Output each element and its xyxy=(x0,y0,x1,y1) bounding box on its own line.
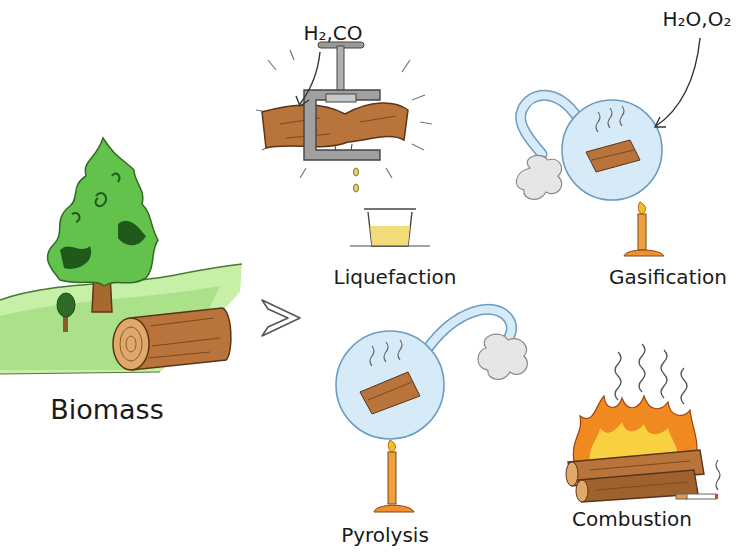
log-part xyxy=(126,336,136,352)
gas-inflow-arrow-part xyxy=(300,52,320,104)
gas-label: H₂O,O₂ xyxy=(663,8,732,31)
burner-part xyxy=(388,440,395,452)
burning-logs-part xyxy=(576,480,588,502)
cigarette-part xyxy=(686,494,716,499)
tree-part xyxy=(112,174,119,182)
process-label: Gasification xyxy=(609,266,727,289)
cigarette-part xyxy=(676,494,687,499)
gas-label: H₂,CO xyxy=(303,22,362,45)
clamp-part xyxy=(337,46,344,94)
smoke-part xyxy=(661,350,667,398)
cigarette-part xyxy=(716,460,720,490)
log xyxy=(113,308,231,370)
gas-cloud-part xyxy=(478,334,527,379)
drips-part xyxy=(354,184,359,192)
beaker-part xyxy=(350,246,430,247)
pyrolysis-flask xyxy=(336,309,512,439)
burner-part xyxy=(388,452,396,504)
title-label: Biomass xyxy=(50,394,164,425)
burner xyxy=(624,202,664,256)
smoke-part xyxy=(615,352,621,400)
clamp xyxy=(304,42,380,160)
burning-logs xyxy=(566,450,704,502)
gas-inflow-arrow xyxy=(655,38,700,127)
smoke-part xyxy=(639,344,645,392)
tree xyxy=(48,138,158,312)
squeezed-log-part xyxy=(280,116,396,138)
gasification-flask-part xyxy=(592,150,634,160)
process-label: Liquefaction xyxy=(334,266,457,289)
tree-part xyxy=(118,221,146,245)
burner-part xyxy=(638,214,646,250)
gas-inflow-arrow-part xyxy=(296,96,309,106)
gas-inflow-arrow-part xyxy=(655,117,666,127)
gasification-flask-part xyxy=(586,140,640,172)
process-arrow-part xyxy=(262,300,300,336)
pyrolysis-flask-part xyxy=(370,340,402,366)
tree-part xyxy=(48,138,158,286)
process-label: Pyrolysis xyxy=(341,524,429,547)
beaker-part xyxy=(370,226,410,246)
gasification-flask-part xyxy=(562,100,662,200)
small-tree xyxy=(57,293,75,332)
gas-inflow-arrow xyxy=(296,52,320,106)
gas-cloud xyxy=(516,155,561,199)
burner-part xyxy=(624,250,664,256)
burning-logs-part xyxy=(566,462,578,486)
gas-cloud-part xyxy=(516,155,561,199)
cigarette-part xyxy=(715,494,718,499)
smoke xyxy=(615,344,687,404)
squeezed-log-part xyxy=(262,103,408,148)
gas-cloud xyxy=(478,334,527,379)
smoke-part xyxy=(681,368,687,404)
pyrolysis-flask-part xyxy=(360,372,420,414)
small-tree-part xyxy=(57,293,75,317)
burner-part xyxy=(374,505,414,512)
process-arrow xyxy=(262,300,300,336)
log-part xyxy=(113,318,149,370)
burner xyxy=(374,440,414,512)
clamp-part xyxy=(326,94,356,102)
beaker xyxy=(350,209,430,246)
cigarette xyxy=(676,460,720,499)
burning-logs-part xyxy=(590,461,690,490)
log-part xyxy=(148,318,220,358)
process-label: Combustion xyxy=(572,508,692,531)
beaker-part xyxy=(364,208,416,209)
gasification-flask-part xyxy=(596,106,624,132)
clamp-part xyxy=(304,90,380,160)
tree-part xyxy=(72,213,79,222)
drips-part xyxy=(354,168,359,176)
log-part xyxy=(120,327,142,361)
pyrolysis-flask-part xyxy=(336,331,444,439)
tree-part xyxy=(60,246,91,269)
drips xyxy=(354,168,359,192)
tree-part xyxy=(96,193,107,206)
pyrolysis-flask-part xyxy=(368,382,412,400)
grass-ground-part xyxy=(0,372,160,374)
burner-part xyxy=(638,202,645,214)
beaker-part xyxy=(368,212,412,246)
gas-inflow-arrow-part xyxy=(656,38,700,126)
